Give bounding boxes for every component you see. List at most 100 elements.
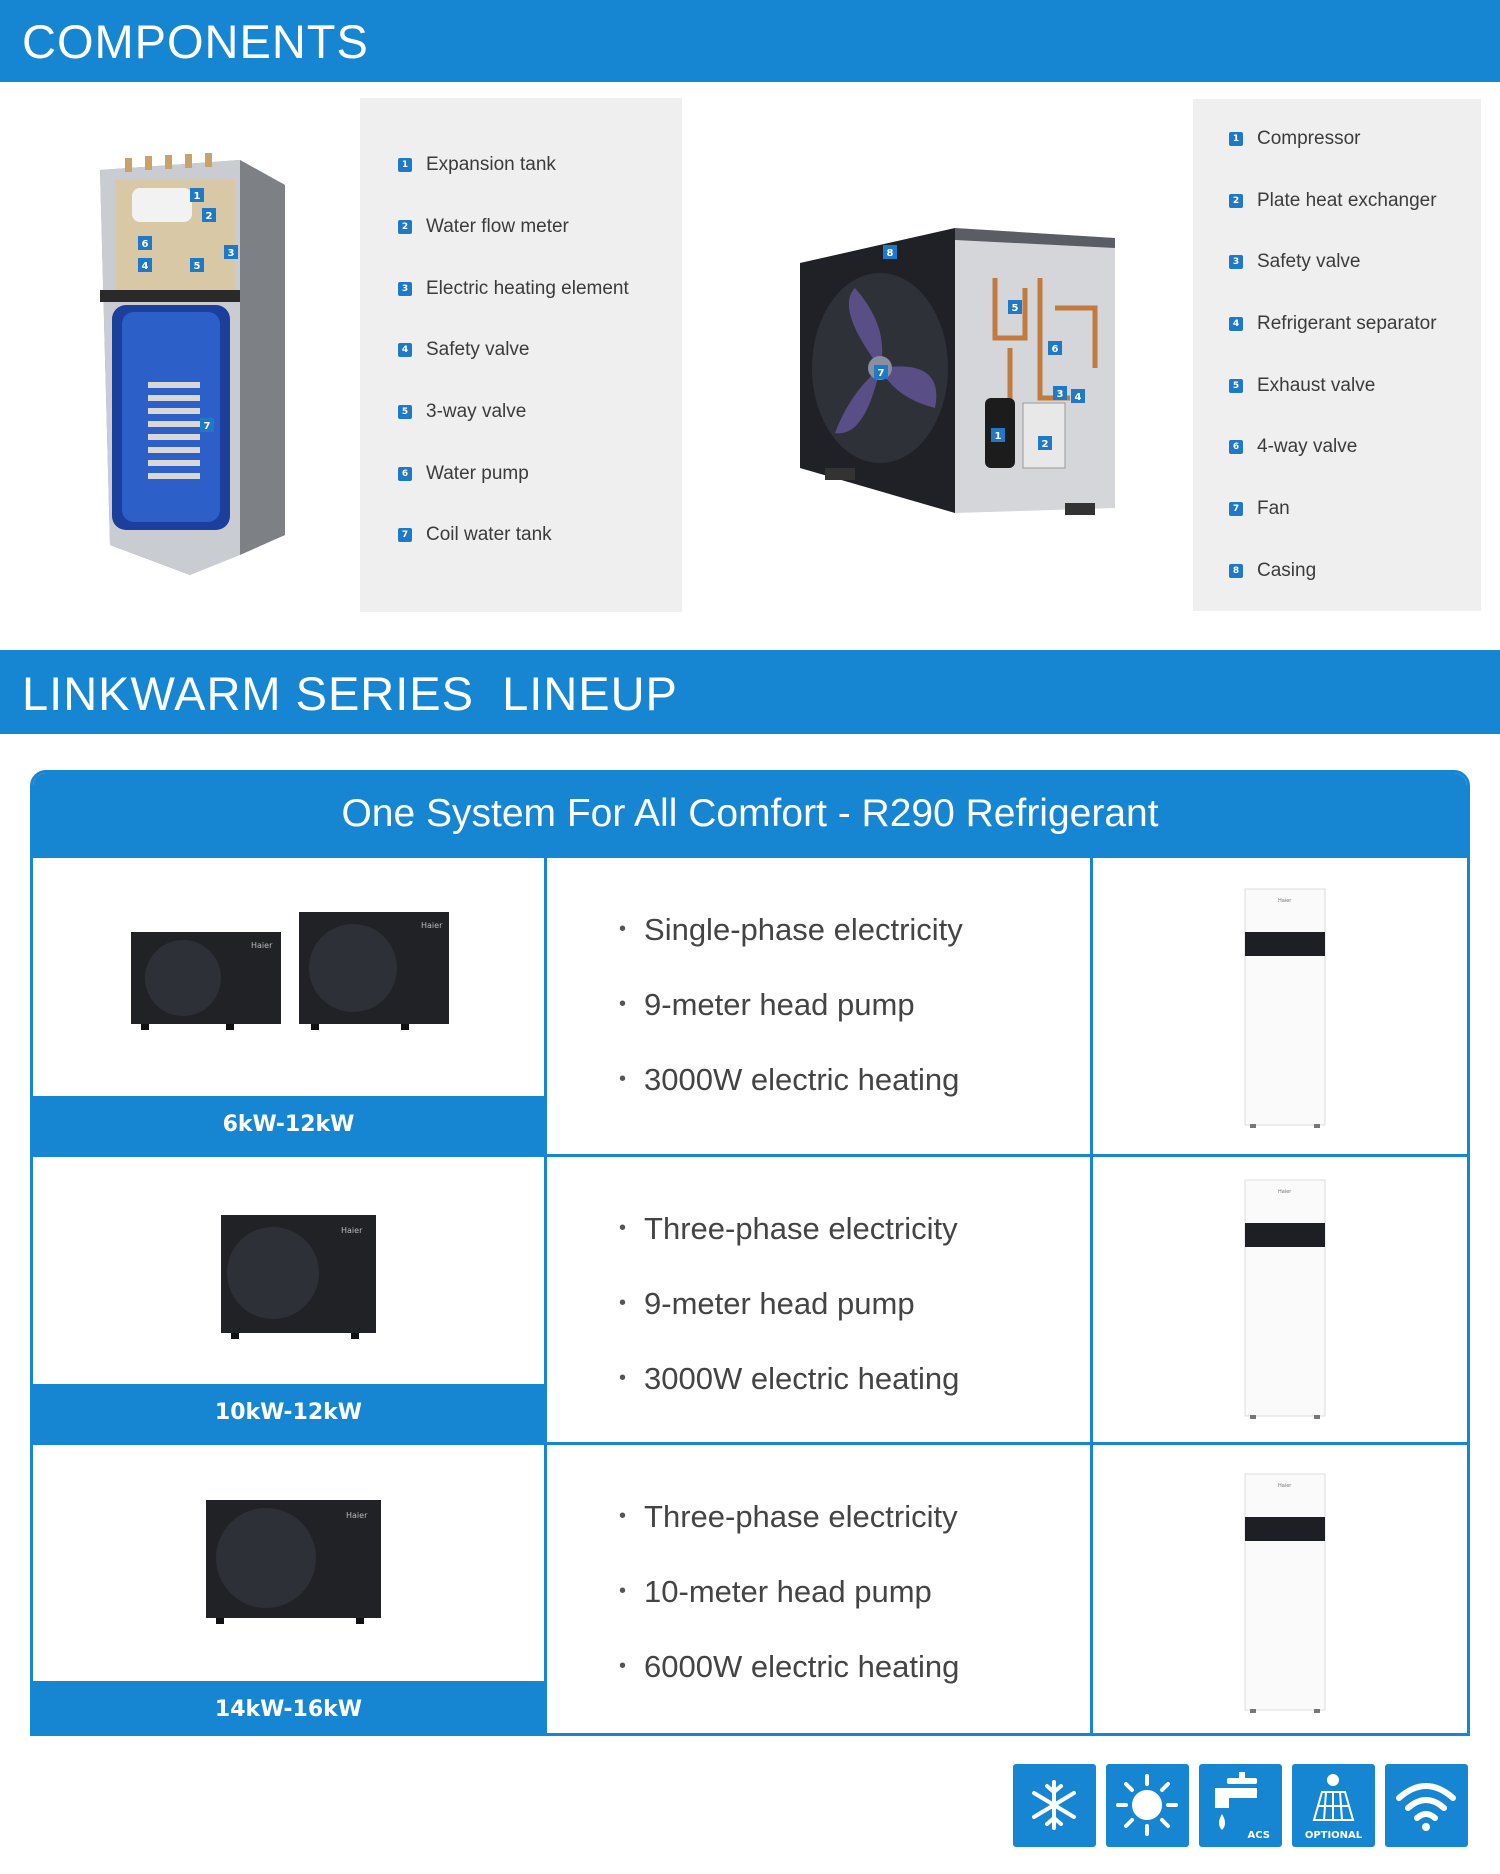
badge-number: 2 [1229,194,1243,208]
svg-text:7: 7 [204,421,211,432]
outdoor-unit-image: Haier [206,1500,381,1624]
indoor-unit-cell: Haier [1093,1157,1467,1442]
solar-panel-icon: OPTIONAL [1292,1764,1375,1847]
svg-text:2: 2 [1042,439,1049,450]
table-row: Haier Haier 6kW-12kW •Single-phase elect… [33,855,1467,1154]
component-label: Plate heat exchanger [1257,190,1437,211]
features-cell: •Single-phase electricity •9-meter head … [547,858,1093,1154]
list-item: •6000W electric heating [619,1648,960,1684]
component-label: 4-way valve [1257,436,1358,457]
table-row: Haier 14kW-16kW •Three-phase electricity… [33,1442,1467,1733]
outdoor-unit-pair-image: Haier Haier [131,912,449,1030]
component-label: Safety valve [1257,251,1361,272]
component-label: Electric heating element [426,278,629,299]
brand-logo: Haier [1278,1483,1292,1489]
feature-list: •Single-phase electricity •9-meter head … [619,892,963,1117]
component-label: Casing [1257,560,1317,581]
indoor-unit-cutaway-image: 1 2 3 4 5 6 7 [100,153,285,575]
components-title: COMPONENTS [22,15,369,68]
svg-text:4: 4 [1075,392,1082,403]
list-item: 7 Coil water tank [398,524,552,546]
brand-logo: Haier [1278,1189,1292,1195]
lineup-banner: LINKWARM SERIES LINEUP [0,650,1500,734]
component-label: Fan [1257,498,1290,519]
list-item: 4 Safety valve [398,339,530,361]
svg-text:5: 5 [194,261,201,272]
outdoor-unit-image: Haier [221,1215,376,1339]
component-label: Refrigerant separator [1257,313,1437,334]
svg-text:6: 6 [142,239,149,250]
badge-number: 4 [1229,317,1243,331]
list-item: 1 Compressor [1229,128,1360,150]
svg-text:3: 3 [1057,389,1064,400]
badge-number: 4 [398,343,412,357]
svg-text:5: 5 [1012,303,1019,314]
features-cell: •Three-phase electricity •10-meter head … [547,1445,1093,1733]
list-item: 3 Safety valve [1229,251,1361,273]
outdoor-unit-cell: Haier 14kW-16kW [33,1445,547,1733]
badge-number: 5 [1229,379,1243,393]
indoor-components-panel: 1 Expansion tank 2 Water flow meter 3 Elect… [360,98,682,612]
list-item: 8 Casing [1229,560,1316,582]
component-label: 3-way valve [426,401,527,422]
list-item: 5 3-way valve [398,401,526,423]
list-item: 4 Refrigerant separator [1229,313,1437,335]
component-label: Exhaust valve [1257,375,1376,396]
badge-number: 6 [398,467,412,481]
list-item: 1 Expansion tank [398,154,556,176]
outdoor-callouts: 1 2 3 4 5 6 7 8 [874,245,1085,450]
table-row: Haier 10kW-12kW •Three-phase electricity… [33,1154,1467,1442]
svg-text:4: 4 [142,261,149,272]
indoor-unit-image: Haier [1244,1179,1326,1419]
badge-number: 7 [1229,502,1243,516]
feature-list: •Three-phase electricity •10-meter head … [619,1479,959,1704]
feature-list: •Three-phase electricity •9-meter head p… [619,1191,959,1416]
lineup-title: LINKWARM SERIES LINEUP [22,667,678,720]
svg-text:6: 6 [1052,344,1059,355]
outdoor-components-panel: 1 Compressor 2 Plate heat exchanger 3 Safet… [1193,99,1481,611]
badge-number: 3 [398,282,412,296]
wifi-icon [1385,1764,1468,1847]
component-label: Expansion tank [426,154,556,175]
icon-label: OPTIONAL [1304,1830,1363,1841]
snowflake-icon [1013,1764,1096,1847]
list-item: •Three-phase electricity [619,1210,958,1246]
component-label: Water flow meter [426,216,569,237]
capacity-caption: 6kW-12kW [33,1096,544,1154]
list-item: 2 Water flow meter [398,216,569,238]
brand-logo: Haier [251,941,273,950]
features-cell: •Three-phase electricity •9-meter head p… [547,1157,1093,1442]
badge-number: 1 [398,158,412,172]
list-item: •Three-phase electricity [619,1498,958,1534]
badge-number: 7 [398,528,412,542]
list-item: •10-meter head pump [619,1573,932,1609]
indoor-unit-image: Haier [1244,1473,1326,1713]
svg-text:1: 1 [995,431,1002,442]
indoor-unit-cell: Haier [1093,858,1467,1154]
badge-number: 2 [398,220,412,234]
badge-number: 8 [1229,564,1243,578]
sun-icon [1106,1764,1189,1847]
svg-text:3: 3 [228,248,235,259]
badge-number: 1 [1229,132,1243,146]
list-item: 2 Plate heat exchanger [1229,190,1437,212]
badge-number: 3 [1229,255,1243,269]
component-label: Safety valve [426,339,530,360]
capacity-caption: 14kW-16kW [33,1681,544,1733]
svg-text:1: 1 [194,191,201,202]
brand-logo: Haier [346,1511,368,1520]
component-label: Compressor [1257,128,1361,149]
feature-icons-row: ACS OPTIONAL [1013,1764,1468,1847]
component-label: Coil water tank [426,524,552,545]
outdoor-unit-cell: Haier 10kW-12kW [33,1157,547,1442]
icon-label: ACS [1247,1830,1270,1841]
svg-text:2: 2 [206,211,213,222]
tap-water-icon: ACS [1199,1764,1282,1847]
svg-text:7: 7 [878,368,885,379]
brand-logo: Haier [421,921,443,930]
brand-logo: Haier [1278,898,1292,904]
lineup-table: One System For All Comfort - R290 Refrig… [30,770,1470,1736]
badge-number: 5 [398,405,412,419]
